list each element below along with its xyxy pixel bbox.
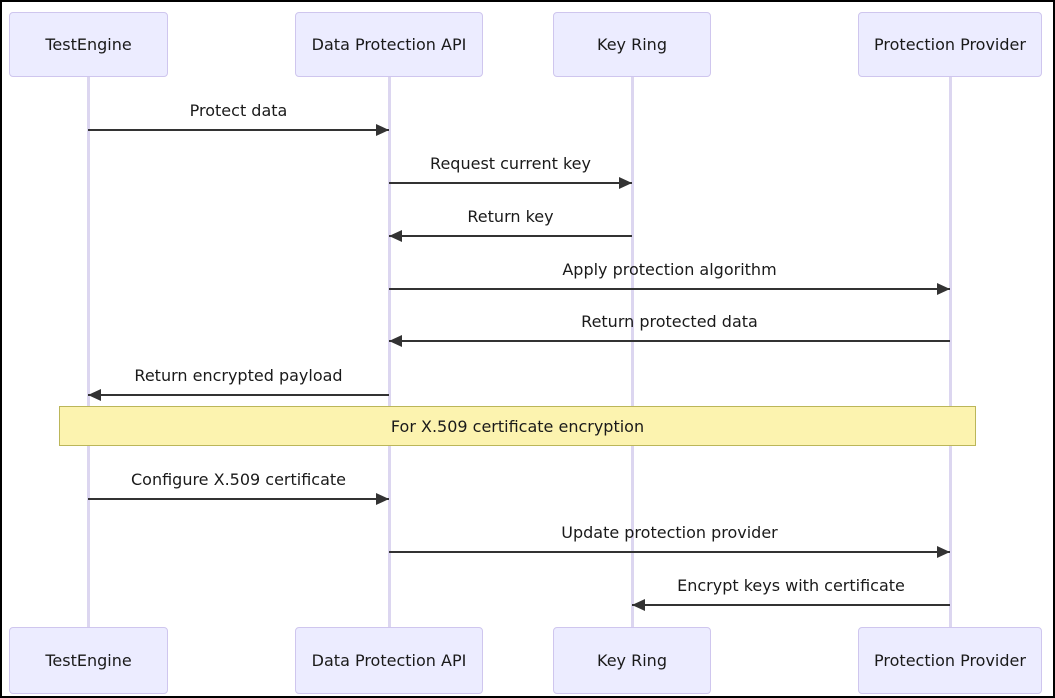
arrowhead-icon xyxy=(937,283,950,295)
message-label-9: Encrypt keys with certificate xyxy=(677,576,905,595)
participant-top-dpapi: Data Protection API xyxy=(295,12,483,77)
lifeline-dpapi xyxy=(388,77,391,627)
message-line-1 xyxy=(88,129,389,131)
message-label-8: Update protection provider xyxy=(561,523,778,542)
message-line-2 xyxy=(389,182,632,184)
participant-top-provider: Protection Provider xyxy=(858,12,1042,77)
arrowhead-icon xyxy=(389,335,402,347)
note-box: For X.509 certificate encryption xyxy=(59,406,976,446)
note-label: For X.509 certificate encryption xyxy=(390,416,645,436)
participant-top-keyring: Key Ring xyxy=(553,12,711,77)
participant-bottom-provider: Protection Provider xyxy=(858,627,1042,694)
message-line-5 xyxy=(389,340,950,342)
message-line-6 xyxy=(88,394,389,396)
arrowhead-icon xyxy=(389,230,402,242)
message-label-7: Configure X.509 certificate xyxy=(130,470,347,489)
lifeline-keyring xyxy=(631,77,634,627)
participant-top-testengine: TestEngine xyxy=(9,12,168,77)
message-label-2: Request current key xyxy=(430,154,591,173)
message-label-4: Apply protection algorithm xyxy=(562,260,777,279)
lifeline-testengine xyxy=(87,77,90,627)
message-line-3 xyxy=(389,235,632,237)
arrowhead-icon xyxy=(632,599,645,611)
participant-bottom-dpapi: Data Protection API xyxy=(295,627,483,694)
participant-bottom-testengine: TestEngine xyxy=(9,627,168,694)
arrowhead-icon xyxy=(619,177,632,189)
arrowhead-icon xyxy=(376,493,389,505)
participant-bottom-keyring: Key Ring xyxy=(553,627,711,694)
message-line-7 xyxy=(88,498,389,500)
message-line-4 xyxy=(389,288,950,290)
message-line-9 xyxy=(632,604,950,606)
message-label-5: Return protected data xyxy=(581,312,758,331)
arrowhead-icon xyxy=(937,546,950,558)
lifeline-provider xyxy=(949,77,952,627)
message-label-6: Return encrypted payload xyxy=(134,366,343,385)
message-line-8 xyxy=(389,551,950,553)
arrowhead-icon xyxy=(376,124,389,136)
message-label-1: Protect data xyxy=(189,101,288,120)
message-label-3: Return key xyxy=(467,207,554,226)
arrowhead-icon xyxy=(88,389,101,401)
